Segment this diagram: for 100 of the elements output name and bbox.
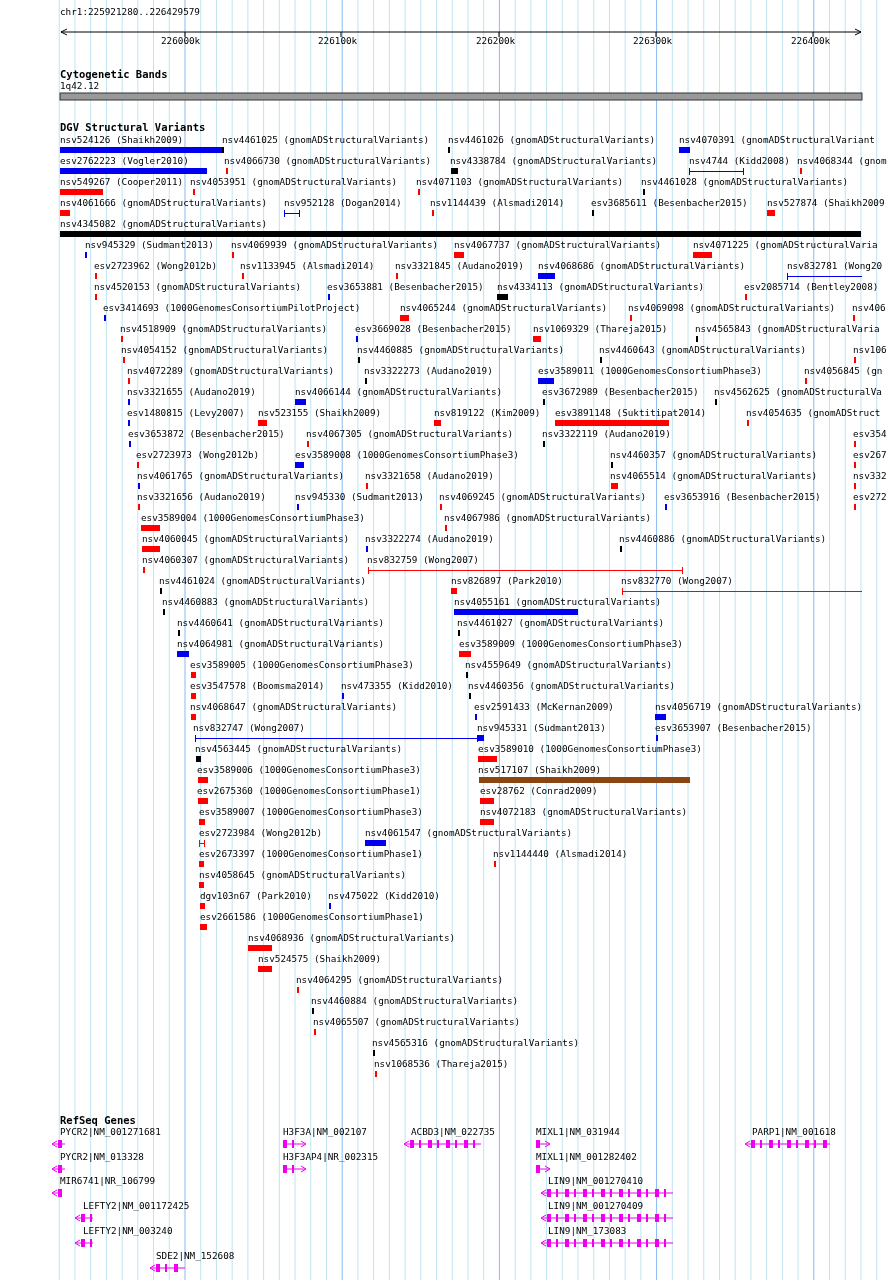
- variant-label: esv3589008 (1000GenomesConsortiumPhase3): [295, 449, 519, 461]
- variant-label: nsv4069939 (gnomADStructuralVariants): [231, 239, 439, 251]
- variant-label: esv2762223 (Vogler2010): [60, 155, 189, 167]
- variant-label: nsv406: [852, 302, 886, 314]
- axis-tick-label: 226300k: [633, 35, 673, 47]
- gene-label: MIXL1|NM_001282402: [536, 1151, 637, 1163]
- axis-tick-label: 226000k: [161, 35, 201, 47]
- variant-label: nsv3322274 (Audano2019): [365, 533, 494, 545]
- variant-label: nsv524126 (Shaikh2009): [60, 134, 184, 146]
- variant-label: esv3653881 (Besenbacher2015): [327, 281, 484, 293]
- variant-label: nsv4559649 (gnomADStructuralVariants): [465, 659, 673, 671]
- variant-label: nsv1069329 (Thareja2015): [533, 323, 668, 335]
- gene-label: MIXL1|NM_031944: [536, 1126, 620, 1138]
- variant-label: nsv4067305 (gnomADStructuralVariants): [306, 428, 514, 440]
- variant-label: nsv4067737 (gnomADStructuralVariants): [454, 239, 662, 251]
- variant-label: nsv832781 (Wong20: [787, 260, 883, 272]
- variant-label: nsv1068536 (Thareja2015): [374, 1058, 509, 1070]
- axis-tick-label: 226400k: [791, 35, 831, 47]
- variant-label: nsv4055161 (gnomADStructuralVariants): [454, 596, 662, 608]
- variant-label: esv3891148 (Suktitipat2014): [555, 407, 707, 419]
- variant-label: nsv473355 (Kidd2010): [341, 680, 453, 692]
- track-title: DGV Structural Variants: [60, 121, 206, 133]
- variant-label: nsv4053951 (gnomADStructuralVariants): [190, 176, 398, 188]
- variant-label: nsv4068936 (gnomADStructuralVariants): [248, 932, 456, 944]
- variant-label: nsv106: [853, 344, 887, 356]
- variant-label: nsv4520153 (gnomADStructuralVariants): [94, 281, 302, 293]
- variant-label: nsv4460886 (gnomADStructuralVariants): [619, 533, 827, 545]
- variant-label: nsv819122 (Kim2009): [434, 407, 541, 419]
- variant-label: nsv4565316 (gnomADStructuralVariants): [372, 1037, 580, 1049]
- location-label: chr1:225921280..226429579: [60, 6, 200, 18]
- gene-label: LIN9|NM_001270409: [548, 1200, 644, 1212]
- variant-label: nsv4460643 (gnomADStructuralVariants): [599, 344, 807, 356]
- variant-label: nsv4562625 (gnomADStructuralVa: [714, 386, 882, 398]
- variant-label: nsv4068344 (gnom: [797, 155, 887, 167]
- variant-label: esv3414693 (1000GenomesConsortiumPilotProject): [103, 302, 361, 314]
- gene-label: LIN9|NM_001270410: [548, 1175, 644, 1187]
- variant-label: nsv4054152 (gnomADStructuralVariants): [121, 344, 329, 356]
- variant-label: nsv4461027 (gnomADStructuralVariants): [457, 617, 665, 629]
- variant-label: nsv4067986 (gnomADStructuralVariants): [444, 512, 652, 524]
- variant-label: nsv4461024 (gnomADStructuralVariants): [159, 575, 367, 587]
- variant-label: nsv4461025 (gnomADStructuralVariants): [222, 134, 430, 146]
- variant-label: nsv4069098 (gnomADStructuralVariants): [628, 302, 836, 314]
- gene-label: H3F3AP4|NR_002315: [283, 1151, 379, 1163]
- variant-label: esv3669028 (Besenbacher2015): [355, 323, 512, 335]
- variant-label: nsv4071103 (gnomADStructuralVariants): [416, 176, 624, 188]
- variant-label: esv2723984 (Wong2012b): [199, 827, 323, 839]
- variant-label: nsv4056845 (gn: [804, 365, 883, 377]
- variant-label: nsv4061765 (gnomADStructuralVariants): [137, 470, 345, 482]
- variant-label: esv3653907 (Besenbacher2015): [655, 722, 812, 734]
- variant-label: nsv4065507 (gnomADStructuralVariants): [313, 1016, 521, 1028]
- variant-label: nsv4065514 (gnomADStructuralVariants): [610, 470, 818, 482]
- variant-label: nsv4054635 (gnomADStruct: [746, 407, 881, 419]
- variant-label: esv3653916 (Besenbacher2015): [664, 491, 821, 503]
- variant-label: esv2673397 (1000GenomesConsortiumPhase1): [199, 848, 423, 860]
- variant-label: esv3672989 (Besenbacher2015): [542, 386, 699, 398]
- variant-label: esv267: [853, 449, 887, 461]
- variant-label: esv3589007 (1000GenomesConsortiumPhase3): [199, 806, 423, 818]
- variant-label: nsv4072183 (gnomADStructuralVariants): [480, 806, 688, 818]
- variant-label: esv3589006 (1000GenomesConsortiumPhase3): [197, 764, 421, 776]
- variant-label: nsv4061666 (gnomADStructuralVariants): [60, 197, 268, 209]
- gene-label: PARP1|NM_001618: [752, 1126, 836, 1138]
- variant-label: nsv945329 (Sudmant2013): [85, 239, 214, 251]
- gene-label: ACBD3|NM_022735: [411, 1126, 495, 1138]
- variant-label: nsv517107 (Shaikh2009): [478, 764, 602, 776]
- variant-label: esv2591433 (McKernan2009): [474, 701, 614, 713]
- variant-label: nsv4461028 (gnomADStructuralVariants): [641, 176, 849, 188]
- variant-label: nsv952128 (Dogan2014): [284, 197, 402, 209]
- variant-label: nsv475022 (Kidd2010): [328, 890, 440, 902]
- variant-label: esv3589010 (1000GenomesConsortiumPhase3): [478, 743, 702, 755]
- variant-label: nsv3322273 (Audano2019): [364, 365, 493, 377]
- gene-label: H3F3A|NM_002107: [283, 1126, 367, 1138]
- variant-label: dgv103n67 (Park2010): [200, 890, 312, 902]
- variant-label: esv2085714 (Bentley2008): [744, 281, 879, 293]
- axis-tick-label: 226200k: [476, 35, 516, 47]
- variant-label: nsv3321658 (Audano2019): [365, 470, 494, 482]
- variant-label: nsv4460356 (gnomADStructuralVariants): [468, 680, 676, 692]
- variant-label: nsv4072289 (gnomADStructuralVariants): [127, 365, 335, 377]
- variant-label: nsv945330 (Sudmant2013): [295, 491, 424, 503]
- variant-label: nsv4460357 (gnomADStructuralVariants): [610, 449, 818, 461]
- variant-label: nsv4070391 (gnomADStructuralVariant: [679, 134, 875, 146]
- variant-label: esv354: [853, 428, 887, 440]
- track-title: RefSeq Genes: [60, 1114, 136, 1126]
- variant-label: nsv4056719 (gnomADStructuralVariants): [655, 701, 863, 713]
- variant-label: nsv4461026 (gnomADStructuralVariants): [448, 134, 656, 146]
- variant-label: nsv4060045 (gnomADStructuralVariants): [142, 533, 350, 545]
- variant-label: nsv4065244 (gnomADStructuralVariants): [400, 302, 608, 314]
- variant-label: nsv4460883 (gnomADStructuralVariants): [162, 596, 370, 608]
- gene-label: PYCR2|NM_013328: [60, 1151, 144, 1163]
- variant-label: nsv4345082 (gnomADStructuralVariants): [60, 218, 268, 230]
- variant-label: nsv3322119 (Audano2019): [542, 428, 671, 440]
- variant-label: esv3589004 (1000GenomesConsortiumPhase3): [141, 512, 365, 524]
- gene-label: SDE2|NM_152608: [156, 1250, 235, 1262]
- variant-label: esv2723973 (Wong2012b): [136, 449, 260, 461]
- variant-label: esv1480815 (Levy2007): [127, 407, 245, 419]
- gene-label: LEFTY2|NM_003240: [83, 1225, 173, 1237]
- gene-label: PYCR2|NM_001271681: [60, 1126, 161, 1138]
- axis-tick-label: 226100k: [318, 35, 358, 47]
- variant-label: esv3685611 (Besenbacher2015): [591, 197, 748, 209]
- variant-label: esv3547578 (Boomsma2014): [190, 680, 325, 692]
- variant-label: nsv4338784 (gnomADStructuralVariants): [450, 155, 658, 167]
